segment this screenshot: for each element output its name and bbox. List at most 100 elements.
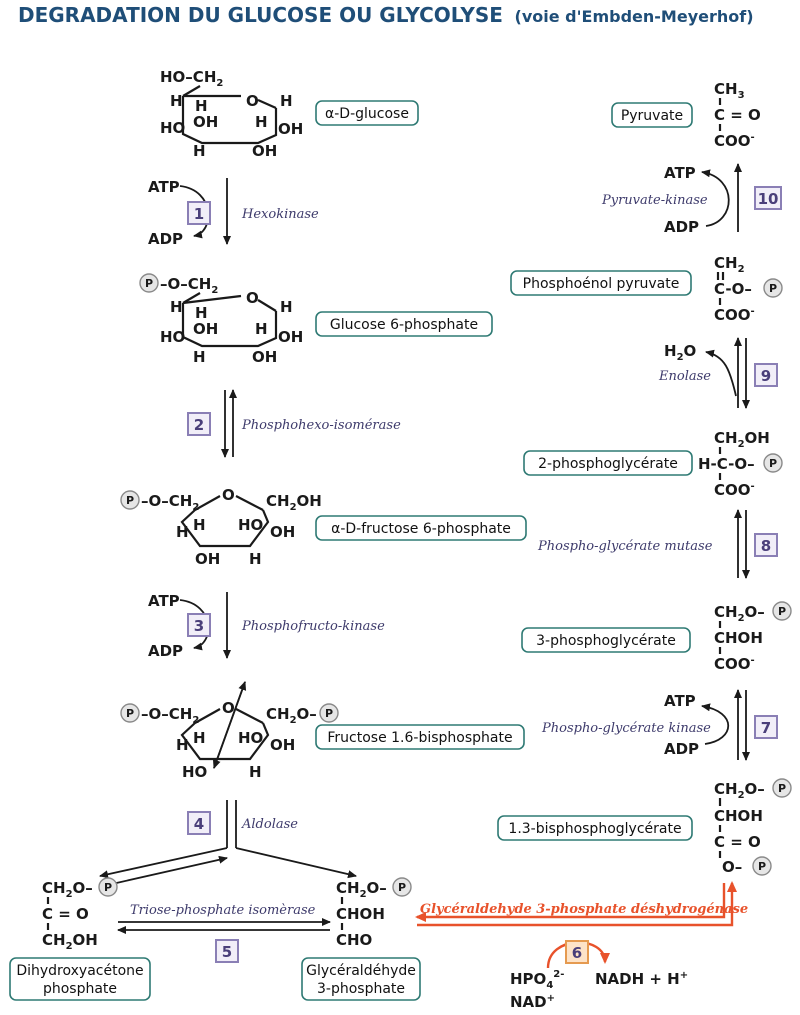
svg-text:CH2OH: CH2OH xyxy=(714,429,770,450)
svg-text:Triose-phosphate isomèrase: Triose-phosphate isomèrase xyxy=(130,903,316,918)
svg-text:H: H xyxy=(280,92,293,110)
svg-text:–O–CH2: –O–CH2 xyxy=(160,275,218,296)
svg-text:C = O: C = O xyxy=(714,833,761,851)
svg-text:H: H xyxy=(193,142,206,160)
svg-text:CHOH: CHOH xyxy=(336,905,385,923)
svg-text:4: 4 xyxy=(194,815,204,833)
svg-text:OH: OH xyxy=(278,328,303,346)
svg-text:HO: HO xyxy=(182,763,207,781)
bisphosphoglycerate-1-3-structure: CH2O– P CHOH C = O O– P xyxy=(714,778,792,876)
svg-text:CH2O–: CH2O– xyxy=(336,879,387,900)
svg-text:Pyruvate-kinase: Pyruvate-kinase xyxy=(601,193,708,208)
step-3: ATP ADP 3 Phosphofructo-kinase xyxy=(148,592,385,660)
svg-text:6: 6 xyxy=(572,944,582,962)
svg-text:H: H xyxy=(193,729,206,747)
svg-text:P: P xyxy=(769,457,777,470)
step-6: Glycéraldehyde 3-phosphate déshydrogénas… xyxy=(415,881,748,1011)
svg-text:HO: HO xyxy=(238,729,263,747)
step-8: Phospho-glycérate mutase 8 xyxy=(537,509,778,579)
svg-text:ADP: ADP xyxy=(664,740,699,758)
svg-text:COO-: COO- xyxy=(714,306,755,324)
svg-text:Hexokinase: Hexokinase xyxy=(241,207,319,222)
fructose-1-6-bisphosphate-structure: P –O–CH2 O CH2O– P H H HO OH HO H xyxy=(120,681,339,781)
label-pyruvate: Pyruvate xyxy=(611,102,693,128)
svg-text:H: H xyxy=(255,320,268,338)
svg-text:O: O xyxy=(222,486,235,504)
svg-text:C = O: C = O xyxy=(42,905,89,923)
svg-text:P: P xyxy=(769,282,777,295)
label-alpha-d-glucose: α-D-glucose xyxy=(315,100,419,126)
glucose-ring-o: O xyxy=(246,92,259,110)
svg-text:O: O xyxy=(246,289,259,307)
svg-text:–O–CH2: –O–CH2 xyxy=(141,705,199,726)
glucose-structure: HO–CH2 O H H H HO OH H OH H OH xyxy=(160,68,303,160)
svg-text:ATP: ATP xyxy=(148,592,180,610)
svg-text:C = O: C = O xyxy=(714,106,761,124)
glucose-6-phosphate-structure: P –O–CH2 O H H H HO OH H OH H OH xyxy=(139,273,303,366)
svg-text:P: P xyxy=(145,277,153,290)
svg-text:Glycéraldéhyde: Glycéraldéhyde xyxy=(306,963,416,979)
svg-text:7: 7 xyxy=(761,719,771,737)
svg-text:2-phosphoglycérate: 2-phosphoglycérate xyxy=(538,456,678,472)
step-10: ATP ADP Pyruvate-kinase 10 xyxy=(601,163,782,236)
svg-text:H: H xyxy=(195,97,208,115)
svg-text:H: H xyxy=(193,516,206,534)
svg-text:HO: HO xyxy=(160,328,185,346)
svg-text:COO-: COO- xyxy=(714,132,755,150)
phosphoenol-pyruvate-structure: CH2 C-O– P COO- xyxy=(714,254,783,324)
svg-text:CH2O–: CH2O– xyxy=(266,705,317,726)
svg-text:H: H xyxy=(170,298,183,316)
label-fructose-1-6-bisphosphate: Fructose 1.6-bisphosphate xyxy=(315,724,525,750)
page-title: DEGRADATION DU GLUCOSE OU GLYCOLYSE (voi… xyxy=(18,3,754,27)
svg-text:HO: HO xyxy=(238,516,263,534)
label-alpha-d-fructose-6-phosphate: α-D-fructose 6-phosphate xyxy=(315,515,527,541)
svg-text:P: P xyxy=(126,707,134,720)
svg-text:Glucose 6-phosphate: Glucose 6-phosphate xyxy=(330,317,478,333)
pyruvate-structure: CH3 C = O COO- xyxy=(714,80,761,150)
svg-text:CHOH: CHOH xyxy=(714,807,763,825)
svg-text:OH: OH xyxy=(270,523,295,541)
step-9: H2O Enolase 9 xyxy=(658,337,778,409)
svg-text:HPO42-: HPO42- xyxy=(510,969,564,991)
phosphoglycerate-2-structure: CH2OH H-C-O– P COO- xyxy=(698,429,783,499)
svg-text:3-phosphate: 3-phosphate xyxy=(317,981,405,997)
svg-text:OH: OH xyxy=(278,120,303,138)
svg-text:Phosphohexo-isomérase: Phosphohexo-isomérase xyxy=(241,418,401,433)
glyceraldehyde-3-phosphate-structure: CH2O– P CHOH CHO xyxy=(336,877,412,949)
svg-text:1.3-bisphosphoglycérate: 1.3-bisphosphoglycérate xyxy=(508,821,681,837)
svg-text:O: O xyxy=(222,699,235,717)
svg-text:CH2: CH2 xyxy=(714,254,745,275)
svg-text:Phospho-glycérate mutase: Phospho-glycérate mutase xyxy=(537,539,713,554)
svg-text:5: 5 xyxy=(222,943,232,961)
svg-text:ATP: ATP xyxy=(664,164,696,182)
phosphoglycerate-3-structure: CH2O– P CHOH COO- xyxy=(714,601,792,673)
svg-text:H: H xyxy=(249,550,262,568)
svg-text:ADP: ADP xyxy=(148,642,183,660)
step-2: 2 Phosphohexo-isomérase xyxy=(187,389,401,458)
svg-text:–O–CH2: –O–CH2 xyxy=(141,492,199,513)
svg-text:CH2O–: CH2O– xyxy=(714,603,765,624)
svg-text:P: P xyxy=(758,860,766,873)
svg-text:Fructose 1.6-bisphosphate: Fructose 1.6-bisphosphate xyxy=(327,730,512,746)
svg-text:3-phosphoglycérate: 3-phosphoglycérate xyxy=(536,633,676,649)
svg-text:Enolase: Enolase xyxy=(658,369,711,384)
svg-text:C-O–: C-O– xyxy=(714,280,752,298)
svg-text:OH: OH xyxy=(252,142,277,160)
svg-text:α-D-fructose 6-phosphate: α-D-fructose 6-phosphate xyxy=(331,521,511,537)
svg-text:H: H xyxy=(193,348,206,366)
svg-text:9: 9 xyxy=(761,367,771,385)
svg-text:P: P xyxy=(104,881,112,894)
svg-text:ADP: ADP xyxy=(148,230,183,248)
svg-text:Phosphoénol pyruvate: Phosphoénol pyruvate xyxy=(523,276,680,292)
svg-text:P: P xyxy=(398,881,406,894)
svg-text:H: H xyxy=(255,113,268,131)
glucose-c6: HO–CH2 xyxy=(160,68,223,89)
title-sub: (voie d'Embden-Meyerhof) xyxy=(515,7,754,26)
svg-text:CH2O–: CH2O– xyxy=(714,780,765,801)
step-5: Triose-phosphate isomèrase 5 xyxy=(117,903,331,963)
label-dihydroxyacetone-phosphate: Dihydroxyacétone phosphate xyxy=(9,957,151,1001)
svg-text:P: P xyxy=(778,782,786,795)
title-main: DEGRADATION DU GLUCOSE OU GLYCOLYSE xyxy=(18,3,503,27)
step-7: ATP ADP Phospho-glycérate kinase 7 xyxy=(541,689,778,761)
svg-text:OH: OH xyxy=(270,736,295,754)
